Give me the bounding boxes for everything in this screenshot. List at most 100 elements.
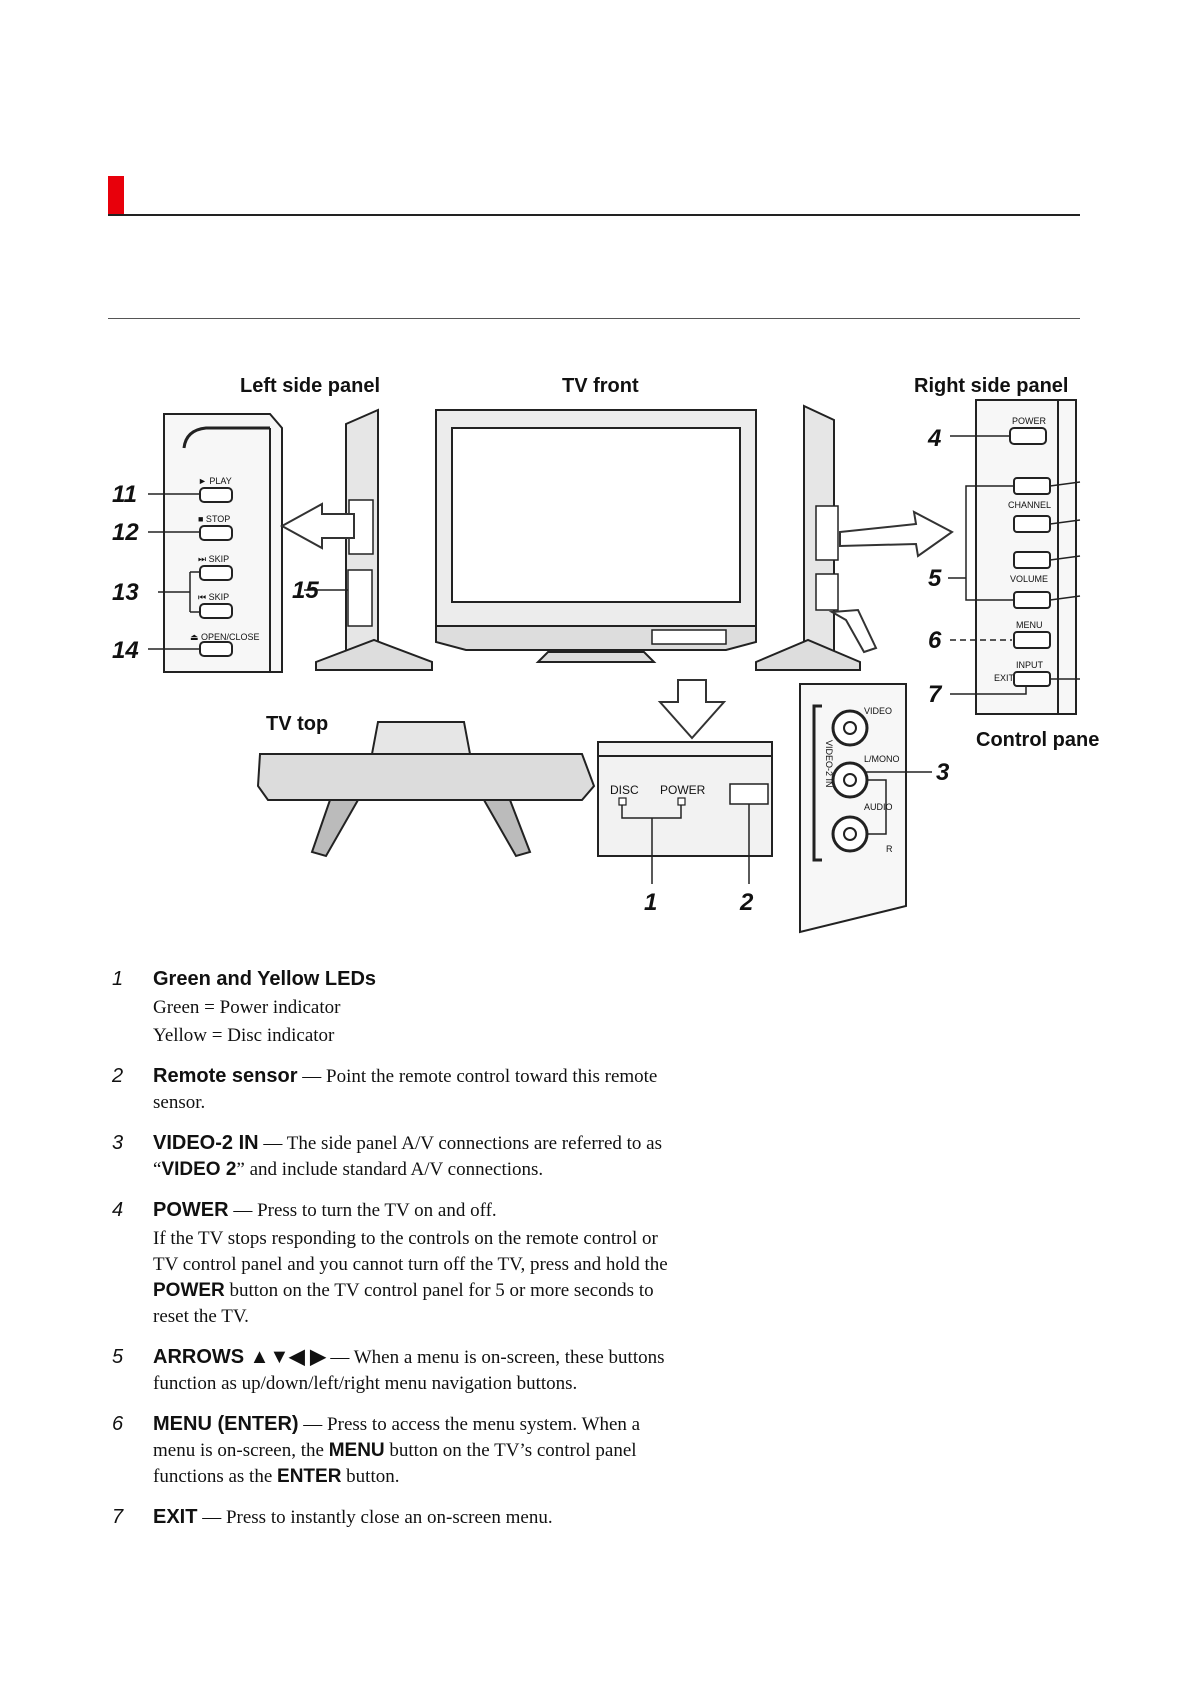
callout-13: 13 — [112, 579, 139, 606]
stop-button — [199, 525, 233, 541]
callout-2: 2 — [739, 889, 754, 916]
item-bold: ENTER — [277, 1466, 342, 1487]
control-panel-closeup: POWER CHANNEL VOLUME MENU INPUT EXIT 4 5… — [927, 399, 1081, 715]
volume-up-button — [1013, 551, 1051, 569]
open-close-button — [199, 641, 233, 657]
power-led — [677, 797, 686, 806]
tv-left-profile: 15 — [279, 408, 433, 671]
item-number: 5 — [112, 1346, 124, 1368]
item-bold: VIDEO 2 — [161, 1159, 237, 1180]
r-label: R — [886, 844, 893, 854]
callout-11: 11 — [112, 481, 137, 508]
section-marker — [108, 176, 124, 214]
item-text: — Press to instantly close an on-screen … — [197, 1507, 553, 1528]
callout-15: 15 — [292, 577, 319, 604]
left-side-panel-title: Left side panel — [240, 375, 380, 397]
item-text: — Point the remote control toward this r… — [153, 1066, 658, 1113]
section-rule — [108, 318, 1080, 320]
list-item: 7 EXIT — Press to instantly close an on-… — [112, 1504, 672, 1531]
item-bold: POWER — [153, 1280, 225, 1301]
list-item: 2 Remote sensor — Point the remote contr… — [112, 1063, 672, 1116]
power-led-label: POWER — [660, 783, 706, 797]
play-button — [199, 487, 233, 503]
item-text: — When a menu is on-screen, these button… — [153, 1347, 665, 1394]
header-rule — [108, 214, 1080, 216]
item-number: 4 — [112, 1199, 124, 1221]
item-text: button on the TV’s control panel functio… — [153, 1440, 637, 1487]
item-number: 1 — [112, 968, 124, 990]
lmono-label: L/MONO — [864, 754, 900, 764]
skip-back-label: ⏮ SKIP — [198, 592, 229, 602]
item-number: 7 — [112, 1506, 124, 1528]
volume-label: VOLUME — [1010, 574, 1048, 584]
skip-forward-button — [199, 565, 233, 581]
video-jack-label: VIDEO — [864, 706, 892, 716]
exit-ctl-label: EXIT — [994, 673, 1015, 683]
skip-back-button — [199, 603, 233, 619]
item-text: button. — [341, 1466, 400, 1487]
tv-top-view — [256, 721, 596, 858]
left-panel-closeup: ► PLAY ■ STOP ⏭ SKIP ⏮ SKIP ⏏ OPEN/CLOSE… — [112, 413, 283, 673]
item-title: MENU (ENTER) — [153, 1413, 299, 1435]
item-title: Remote sensor — [153, 1065, 298, 1087]
channel-up-button — [1013, 477, 1051, 495]
power-ctl-label: POWER — [1012, 416, 1047, 426]
tv-right-profile — [755, 404, 954, 671]
disc-led — [618, 797, 627, 806]
video2-in-label: VIDEO-2 IN — [824, 740, 834, 788]
video-jack — [831, 709, 869, 747]
control-panel-title: Control pane — [976, 729, 1099, 751]
channel-label: CHANNEL — [1008, 500, 1051, 510]
front-indicator-closeup: DISC POWER 1 2 — [597, 741, 773, 916]
tv-front-title: TV front — [562, 375, 639, 397]
skip-forward-label: ⏭ SKIP — [198, 554, 229, 564]
open-close-label: ⏏ OPEN/CLOSE — [190, 632, 260, 642]
item-title: EXIT — [153, 1506, 198, 1528]
item-number: 6 — [112, 1413, 124, 1435]
right-side-panel-title: Right side panel — [914, 375, 1068, 397]
callout-12: 12 — [112, 519, 139, 546]
item-line: Yellow = Disc indicator — [153, 1025, 335, 1046]
audio-right-jack — [831, 815, 869, 853]
callout-4: 4 — [927, 425, 941, 452]
list-item: 3 VIDEO-2 IN — The side panel A/V connec… — [112, 1130, 672, 1183]
item-text: — The side panel A/V connections are ref… — [153, 1133, 663, 1180]
item-text: ” and include standard A/V connections. — [236, 1159, 544, 1180]
item-title: Green and Yellow LEDs — [153, 968, 377, 990]
item-number: 3 — [112, 1132, 124, 1154]
callout-14: 14 — [112, 637, 139, 664]
item-title: ARROWS ▲▼◀ ▶ — [153, 1346, 326, 1368]
input-ctl-label: INPUT — [1016, 660, 1044, 670]
remote-sensor-window — [729, 783, 769, 805]
item-text: button on the TV control panel for 5 or … — [153, 1280, 654, 1327]
item-text: If the TV stops responding to the contro… — [153, 1228, 668, 1275]
menu-ctl-label: MENU — [1016, 620, 1043, 630]
description-list: 1 Green and Yellow LEDs Green = Power in… — [112, 966, 672, 1545]
volume-down-button — [1013, 591, 1051, 609]
callout-3: 3 — [936, 759, 950, 786]
item-title: VIDEO-2 IN — [153, 1132, 259, 1154]
item-text: — Press to access the menu system. When … — [153, 1414, 641, 1461]
item-title: POWER — [153, 1199, 229, 1221]
menu-ctl-button — [1013, 631, 1051, 649]
callout-6: 6 — [928, 627, 942, 654]
item-bold: MENU — [328, 1440, 385, 1461]
list-item: 1 Green and Yellow LEDs Green = Power in… — [112, 966, 672, 1049]
input-ctl-button — [1013, 671, 1051, 687]
tv-top-title: TV top — [266, 713, 328, 735]
tv-front — [435, 409, 757, 740]
stop-label: ■ STOP — [198, 514, 230, 524]
callout-1: 1 — [644, 889, 657, 916]
channel-down-button — [1013, 515, 1051, 533]
av-panel-closeup: VIDEO L/MONO AUDIO R VIDEO-2 IN 3 — [799, 683, 950, 934]
audio-label: AUDIO — [864, 802, 893, 812]
item-text: — Press to turn the TV on and off. — [228, 1200, 497, 1221]
list-item: 5 ARROWS ▲▼◀ ▶ — When a menu is on-scree… — [112, 1344, 672, 1397]
list-item: 6 MENU (ENTER) — Press to access the men… — [112, 1411, 672, 1490]
disc-label: DISC — [610, 783, 639, 797]
callout-7: 7 — [928, 681, 943, 708]
power-ctl-button — [1009, 427, 1047, 445]
play-label: ► PLAY — [198, 476, 232, 486]
audio-left-jack — [831, 761, 869, 799]
